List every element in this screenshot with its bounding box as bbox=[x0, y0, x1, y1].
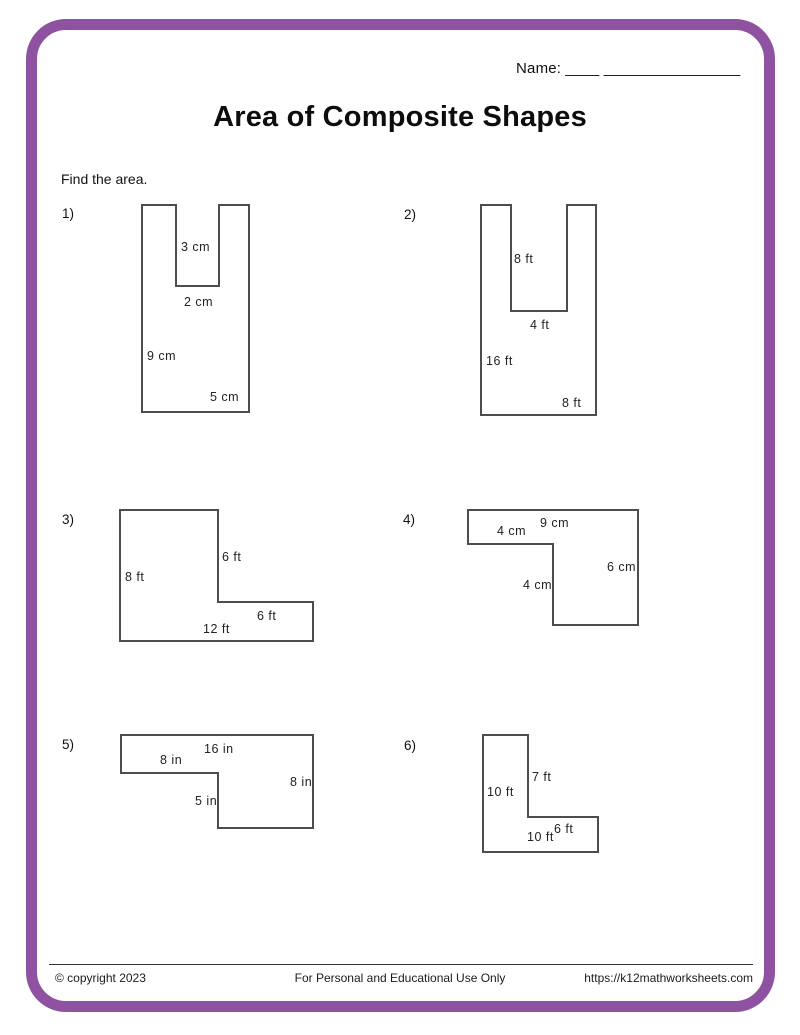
dimension-label: 5 cm bbox=[210, 390, 240, 404]
dimension-label: 2 cm bbox=[184, 295, 214, 309]
footer-divider bbox=[49, 964, 753, 965]
problem-3-number: 3) bbox=[62, 512, 75, 527]
dimension-label: 9 cm bbox=[147, 349, 177, 363]
dimension-label: 5 in bbox=[195, 794, 218, 808]
problem-6-shape bbox=[482, 734, 599, 853]
problem-4-shape bbox=[467, 509, 639, 626]
dimension-label: 10 ft bbox=[487, 785, 514, 799]
name-field: Name:____ ________________ bbox=[516, 60, 740, 77]
problem-3-shape bbox=[119, 509, 314, 642]
dimension-label: 6 cm bbox=[607, 560, 637, 574]
dimension-label: 4 ft bbox=[530, 318, 550, 332]
dimension-label: 6 ft bbox=[554, 822, 574, 836]
problem-5-shape bbox=[120, 734, 314, 829]
dimension-label: 3 cm bbox=[181, 240, 211, 254]
dimension-label: 6 ft bbox=[222, 550, 242, 564]
dimension-label: 16 ft bbox=[486, 354, 513, 368]
name-blank-line: ____ ________________ bbox=[565, 60, 741, 77]
dimension-label: 16 in bbox=[204, 742, 234, 756]
dimension-label: 12 ft bbox=[203, 622, 230, 636]
instruction-text: Find the area. bbox=[61, 171, 148, 187]
dimension-label: 8 ft bbox=[562, 396, 582, 410]
dimension-label: 8 in bbox=[290, 775, 313, 789]
problem-1-number: 1) bbox=[62, 206, 75, 221]
footer-usage-text: For Personal and Educational Use Only bbox=[294, 971, 506, 985]
page-title: Area of Composite Shapes bbox=[213, 101, 587, 133]
page-border-frame bbox=[26, 19, 775, 1012]
problem-2-number: 2) bbox=[404, 207, 417, 222]
dimension-label: 9 cm bbox=[540, 516, 570, 530]
dimension-label: 6 ft bbox=[257, 609, 277, 623]
footer-copyright: © copyright 2023 bbox=[55, 971, 146, 985]
problem-2-shape bbox=[480, 204, 597, 416]
problem-5-number: 5) bbox=[62, 737, 75, 752]
dimension-label: 4 cm bbox=[497, 524, 527, 538]
problem-4-number: 4) bbox=[403, 512, 416, 527]
name-label: Name: bbox=[516, 60, 562, 77]
problem-6-number: 6) bbox=[404, 738, 417, 753]
problem-1-shape bbox=[141, 204, 250, 413]
dimension-label: 10 ft bbox=[527, 830, 554, 844]
dimension-label: 8 in bbox=[160, 753, 183, 767]
dimension-label: 8 ft bbox=[125, 570, 145, 584]
dimension-label: 7 ft bbox=[532, 770, 552, 784]
footer-url: https://k12mathworksheets.com bbox=[584, 971, 753, 985]
dimension-label: 8 ft bbox=[514, 252, 534, 266]
dimension-label: 4 cm bbox=[523, 578, 553, 592]
